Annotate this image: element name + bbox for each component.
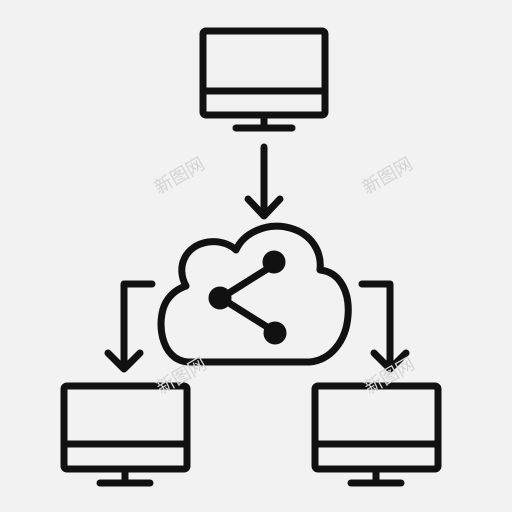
- arrow-down-top-icon: [244, 143, 284, 220]
- top-monitor-screen: [199, 27, 329, 119]
- bottom-left-monitor-icon: [60, 382, 191, 487]
- top-monitor-icon: [199, 27, 329, 132]
- share-icon: [208, 250, 287, 345]
- bottom-right-monitor-icon: [311, 382, 442, 487]
- cloud-icon: [157, 222, 352, 366]
- arrow-elbow-left-icon: [104, 280, 156, 373]
- bottom-left-monitor-screen: [60, 382, 191, 473]
- arrow-elbow-right-icon: [358, 280, 410, 373]
- bottom-right-monitor-screen: [311, 382, 442, 473]
